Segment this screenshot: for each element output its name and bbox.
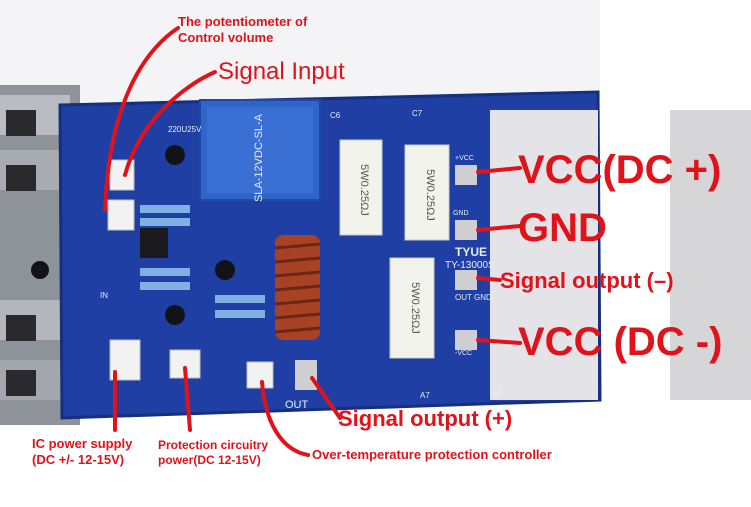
out-label: OUT xyxy=(285,399,309,411)
output-terminal xyxy=(295,360,317,390)
callout-lines xyxy=(103,26,522,457)
vcc-neg-annotation: VCC (DC -) xyxy=(518,320,723,364)
gnd-terminal xyxy=(455,220,477,240)
signal-out-neg-terminal xyxy=(455,270,477,290)
cap-value-label: 220U25V xyxy=(168,125,202,134)
relay-model-label: SLA-12VDC-SL-A xyxy=(253,113,265,202)
power-resistor xyxy=(389,257,435,359)
relay xyxy=(199,99,321,201)
capacitor xyxy=(165,145,185,165)
brand-label: TYUE xyxy=(455,245,487,259)
power-resistor-3-label: 5W0.25ΩJ xyxy=(409,282,421,334)
vcc-pos-silk-label: +VCC xyxy=(455,155,474,162)
resistor-strip xyxy=(140,205,265,318)
vcc-pos-terminal xyxy=(455,165,477,185)
power-resistor-1-label: 5W0.25ΩJ xyxy=(358,164,370,216)
signal-output-neg-annotation: Signal output (–) xyxy=(500,268,674,293)
over-temp-connector xyxy=(246,361,274,389)
protection-power-annotation: Protection circuitry power(DC 12-15V) xyxy=(158,438,269,467)
cap-a8-label: A8 xyxy=(492,389,502,398)
over-temp-annotation: Over-temperature protection controller xyxy=(312,447,552,462)
gnd-annotation: GND xyxy=(518,206,607,250)
vcc-neg-terminal xyxy=(455,330,477,350)
vcc-neg-silk-label: -VCC xyxy=(455,350,472,357)
signal-output-pos-annotation: Signal output (+) xyxy=(338,406,513,431)
signal-input-annotation: Signal Input xyxy=(218,58,345,85)
in-label: IN xyxy=(100,291,108,300)
potentiometer-connector xyxy=(107,199,135,231)
inductor-coil xyxy=(274,235,321,340)
potentiometer-annotation: The potentiometer of Control volume xyxy=(178,14,308,46)
vcc-pos-annotation: VCC(DC +) xyxy=(518,148,722,192)
capacitor xyxy=(31,261,49,279)
out-gnd-label: OUT GND xyxy=(455,293,492,302)
gnd-silk-label: GND xyxy=(453,210,469,217)
capacitor xyxy=(215,260,235,280)
ic-chip xyxy=(140,228,168,258)
ic-power-annotation: IC power supply (DC +/- 12-15V) xyxy=(32,436,133,468)
power-resistor xyxy=(404,144,450,241)
power-resistor-2-label: 5W0.25ΩJ xyxy=(424,169,436,221)
capacitor xyxy=(165,305,185,325)
power-resistor xyxy=(339,139,383,236)
model-label: TY-13000S xyxy=(445,260,495,271)
cap-c6-label: C6 xyxy=(330,111,341,120)
cap-c7-label: C7 xyxy=(412,109,423,118)
cap-a7-label: A7 xyxy=(420,391,430,400)
